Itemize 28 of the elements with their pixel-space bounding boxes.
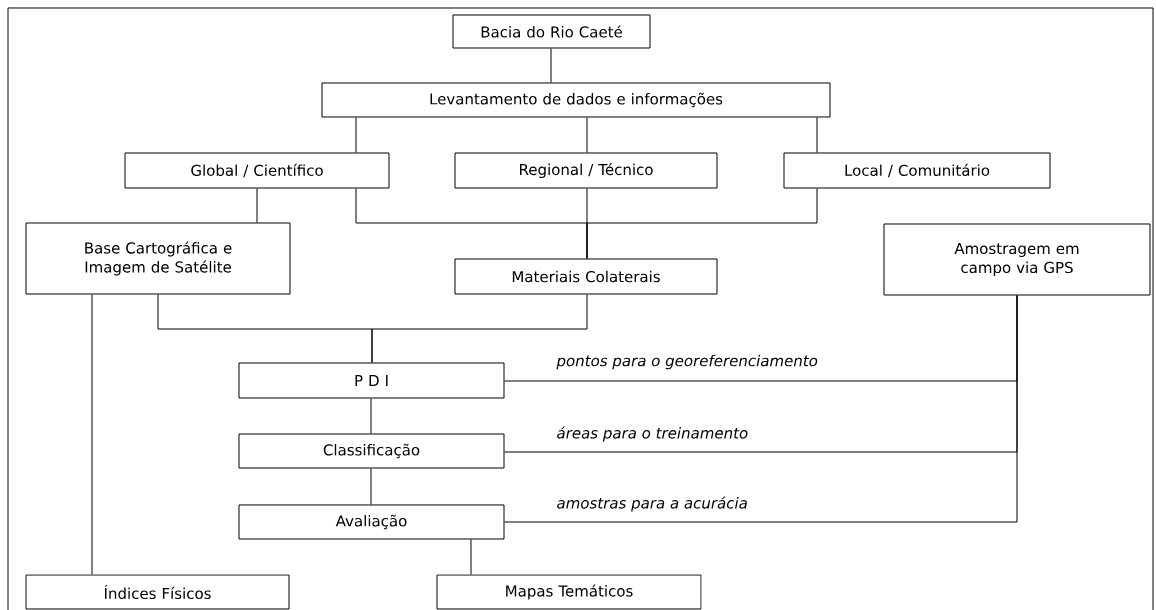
- connector-line: [550, 48, 552, 83]
- connector-line: [371, 294, 588, 363]
- connector-line: [256, 188, 258, 223]
- connector-line: [816, 117, 818, 153]
- edge-label: áreas para o treinamento: [557, 426, 748, 442]
- process-box: Amostragem em campo via GPS: [883, 223, 1151, 296]
- process-box: Global / Científico: [124, 152, 390, 189]
- process-box: Classificação: [238, 433, 505, 469]
- process-box: Avaliação: [238, 504, 505, 540]
- process-box: P D I: [238, 362, 505, 399]
- process-box: Regional / Técnico: [454, 152, 718, 189]
- process-box: Índices Físicos: [25, 574, 290, 610]
- connector-line: [91, 294, 93, 575]
- connector-line: [355, 117, 357, 153]
- connector-line: [370, 398, 372, 434]
- edge-label: pontos para o georeferenciamento: [556, 354, 818, 370]
- connector-line: [370, 468, 372, 505]
- process-box: Materiais Colaterais: [454, 258, 718, 295]
- process-box: Bacia do Rio Caeté: [452, 14, 651, 49]
- connector-line: [504, 295, 1018, 523]
- process-box: Levantamento de dados e informações: [321, 82, 831, 118]
- process-box: Local / Comunitário: [783, 152, 1051, 189]
- edge-label: amostras para a acurácia: [557, 496, 747, 512]
- connector-line: [470, 539, 472, 575]
- connector-line: [586, 117, 588, 153]
- process-box: Mapas Temáticos: [436, 574, 702, 610]
- process-box: Base Cartográfica e Imagem de Satélite: [25, 222, 291, 295]
- connector-line: [586, 188, 818, 259]
